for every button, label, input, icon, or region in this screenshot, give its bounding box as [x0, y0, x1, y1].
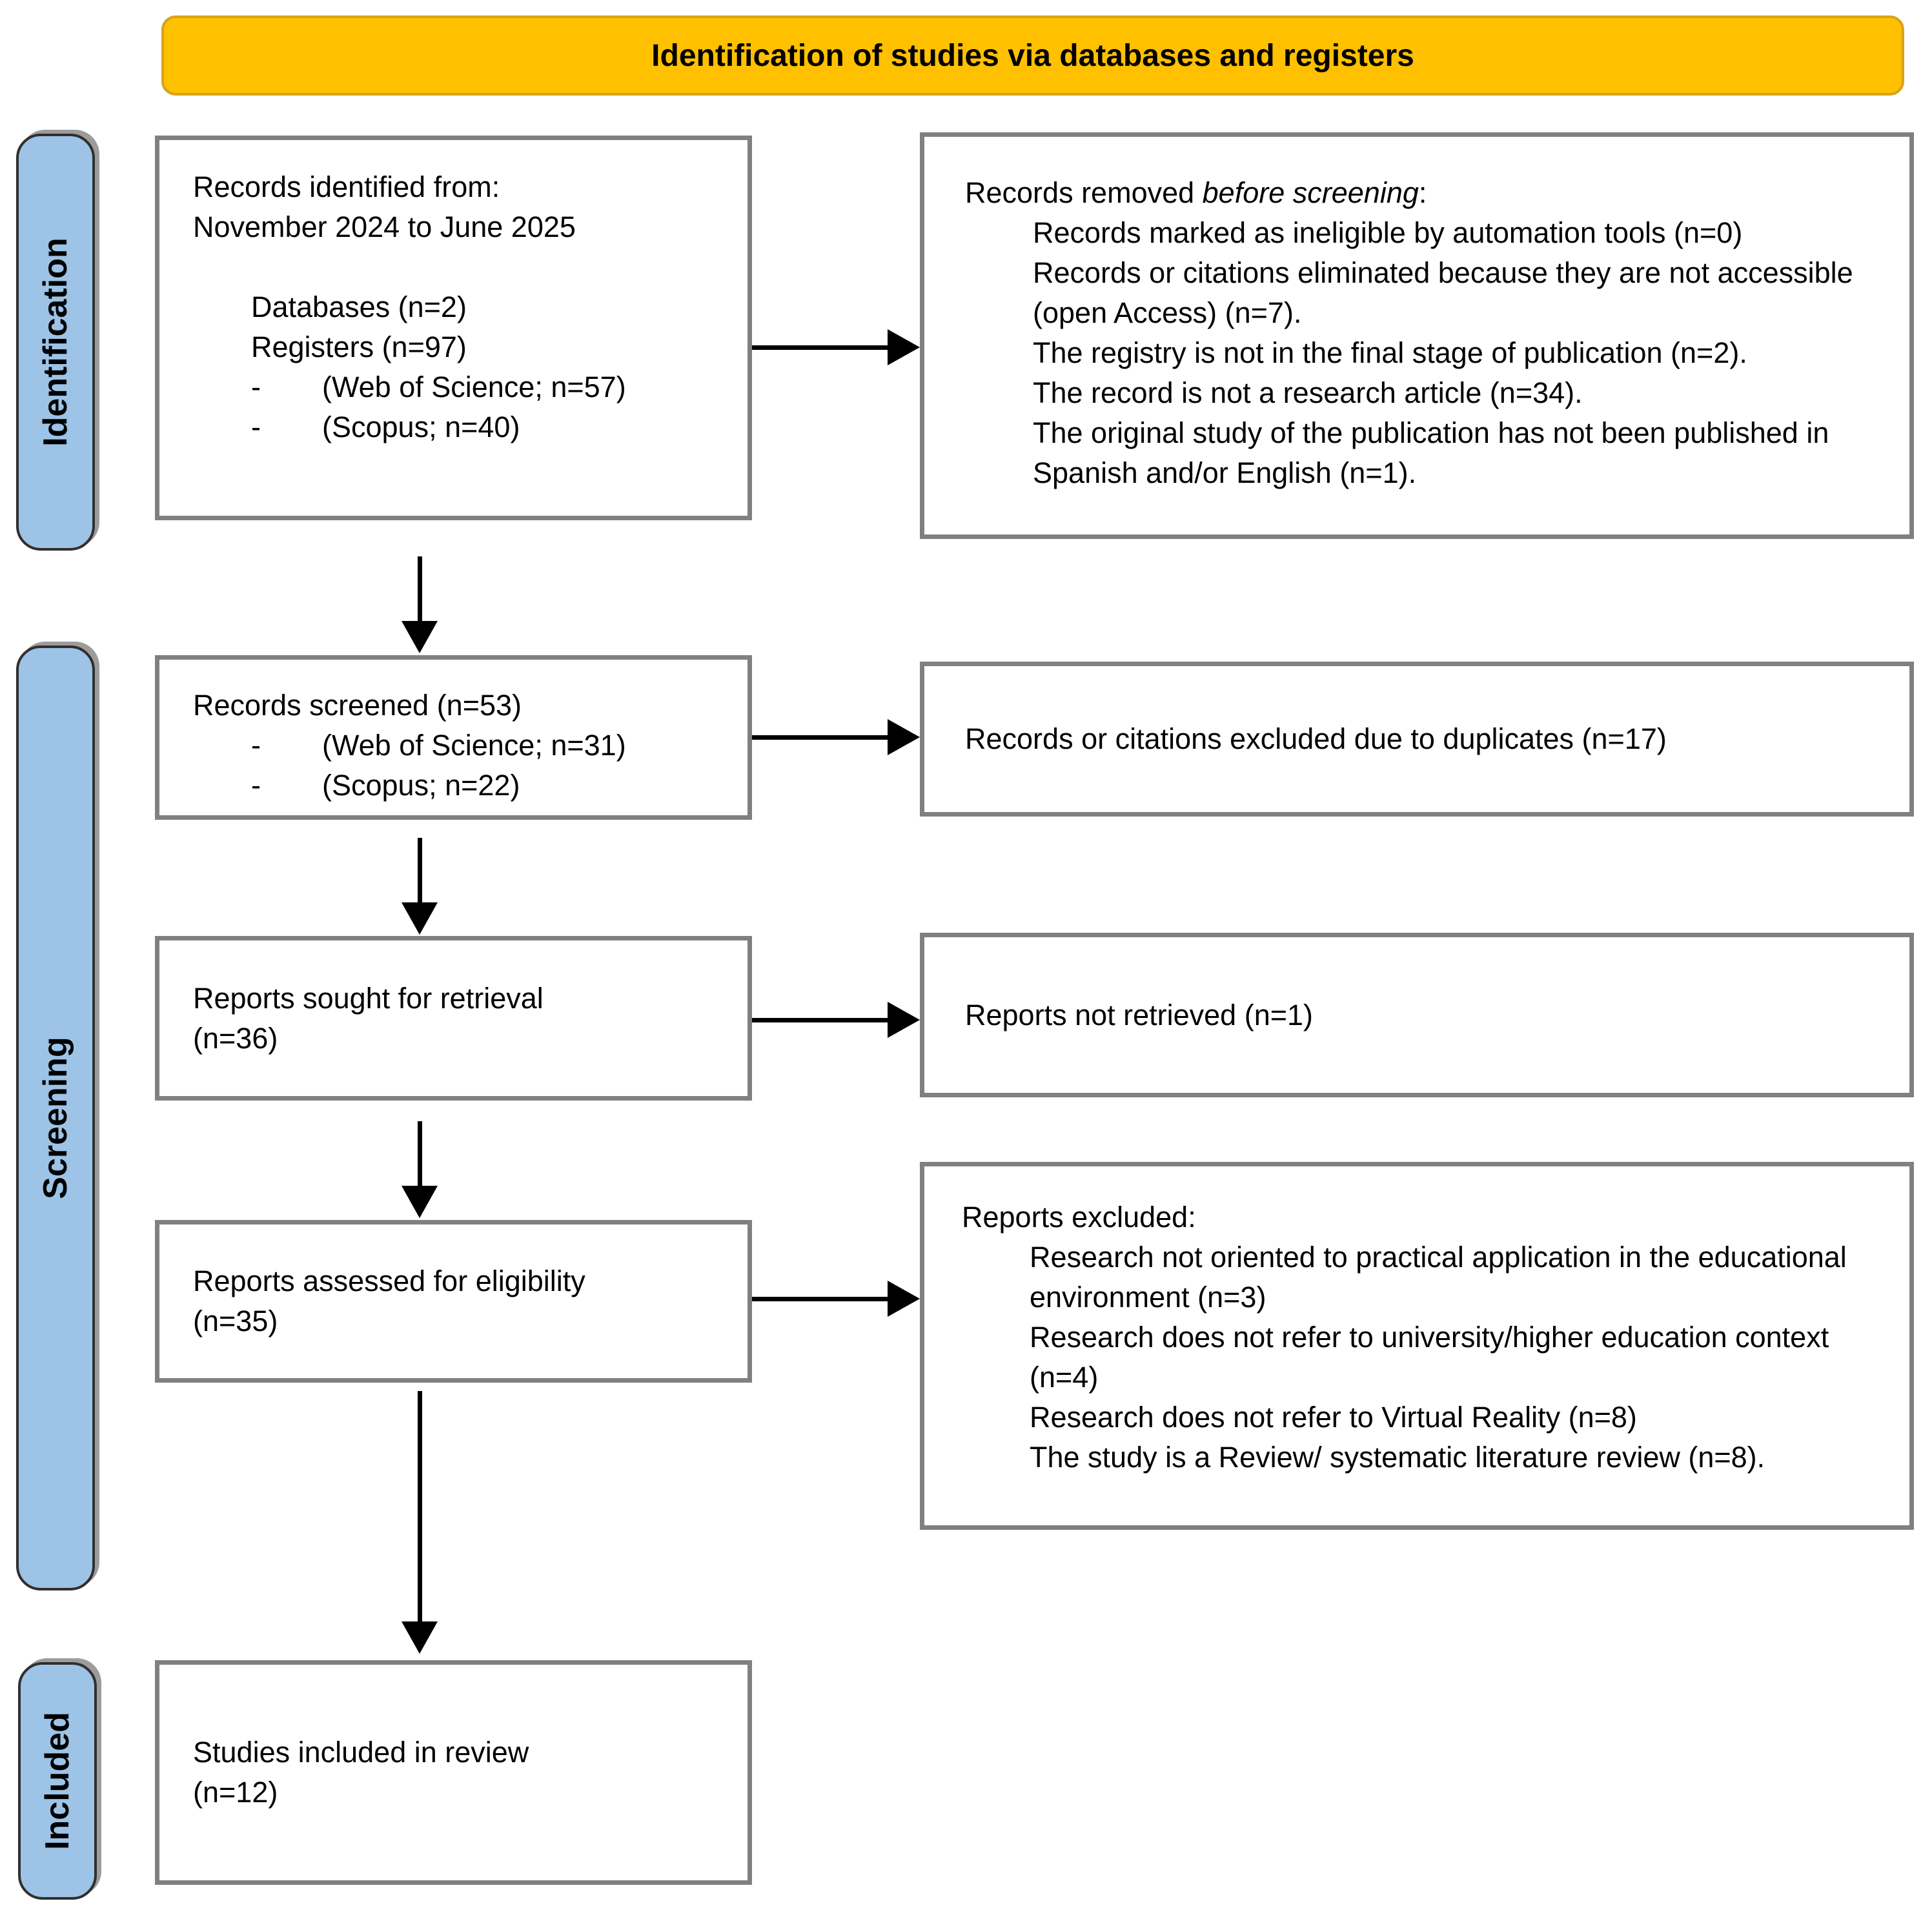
dash-glyph: -	[251, 371, 261, 403]
reports-assessed-line2: (n=35)	[193, 1305, 278, 1337]
arrowhead-down-icon	[402, 1621, 438, 1654]
records-removed-item: Records marked as ineligible by automati…	[1033, 216, 1743, 249]
box-records-identified: Records identified from: November 2024 t…	[155, 136, 752, 520]
box-reports-sought: Reports sought for retrieval (n=36)	[155, 936, 752, 1101]
arrow-sought-to-notretrieved	[752, 1018, 890, 1022]
records-removed-heading-suffix: :	[1418, 176, 1427, 209]
records-removed-item: Records or citations eliminated because …	[1033, 256, 1853, 329]
arrowhead-down-icon	[402, 902, 438, 935]
reports-excluded-item: The study is a Review/ systematic litera…	[1030, 1441, 1765, 1474]
stage-identification: Identification	[16, 134, 95, 551]
box-records-removed: Records removed before screening: Record…	[920, 132, 1914, 539]
records-screened-scopus: (Scopus; n=22)	[322, 769, 520, 802]
stage-screening-label: Screening	[37, 1037, 74, 1199]
arrowhead-right-icon	[888, 329, 920, 365]
arrow-screened-to-duplicates	[752, 735, 890, 740]
reports-excluded-item: Research not oriented to practical appli…	[1030, 1241, 1847, 1314]
duplicates-excluded-text: Records or citations excluded due to dup…	[965, 722, 1667, 755]
studies-included-line1: Studies included in review	[193, 1736, 529, 1769]
records-screened-bullet-scopus: - (Scopus; n=22)	[193, 766, 735, 806]
records-removed-heading: Records removed before screening:	[965, 173, 1884, 213]
records-identified-line2: November 2024 to June 2025	[193, 210, 576, 243]
reports-assessed-line1: Reports assessed for eligibility	[193, 1265, 585, 1297]
records-screened-line1: Records screened (n=53)	[193, 689, 522, 722]
dash-glyph: -	[251, 769, 261, 802]
reports-excluded-item: Research does not refer to university/hi…	[1030, 1321, 1829, 1394]
box-duplicates-excluded: Records or citations excluded due to dup…	[920, 662, 1914, 817]
records-removed-item: The registry is not in the final stage o…	[1033, 336, 1747, 369]
box-studies-included: Studies included in review (n=12)	[155, 1660, 752, 1885]
studies-included-line2: (n=12)	[193, 1776, 278, 1809]
arrow-sought-to-assessed	[418, 1121, 422, 1187]
arrowhead-down-icon	[402, 621, 438, 653]
stage-included-label: Included	[39, 1712, 76, 1850]
box-reports-assessed: Reports assessed for eligibility (n=35)	[155, 1220, 752, 1383]
reports-sought-line1: Reports sought for retrieval	[193, 981, 544, 1015]
header-title: Identification of studies via databases …	[651, 38, 1414, 73]
records-identified-bullet-wos: - (Web of Science; n=57)	[193, 367, 731, 407]
records-removed-item: The record is not a research article (n=…	[1033, 376, 1583, 409]
arrow-assessed-to-excluded	[752, 1297, 890, 1301]
box-reports-excluded: Reports excluded: Research not oriented …	[920, 1162, 1914, 1530]
stage-identification-label: Identification	[37, 238, 74, 447]
records-identified-databases: Databases (n=2)	[251, 290, 467, 323]
reports-sought-line2: (n=36)	[193, 1021, 278, 1055]
records-identified-registers: Registers (n=97)	[251, 330, 467, 363]
arrow-identified-to-screened	[418, 556, 422, 622]
header-banner: Identification of studies via databases …	[161, 15, 1904, 96]
box-records-screened: Records screened (n=53) - (Web of Scienc…	[155, 655, 752, 820]
records-removed-item: The original study of the publication ha…	[1033, 416, 1829, 489]
records-screened-wos: (Web of Science; n=31)	[322, 729, 626, 762]
arrowhead-right-icon	[888, 1281, 920, 1317]
reports-not-retrieved-text: Reports not retrieved (n=1)	[965, 998, 1314, 1031]
records-identified-bullet-scopus: - (Scopus; n=40)	[193, 407, 731, 447]
dash-glyph: -	[251, 411, 261, 443]
reports-excluded-item: Research does not refer to Virtual Reali…	[1030, 1401, 1637, 1434]
arrowhead-down-icon	[402, 1186, 438, 1218]
dash-glyph: -	[251, 729, 261, 762]
box-reports-not-retrieved: Reports not retrieved (n=1)	[920, 933, 1914, 1097]
stage-screening: Screening	[16, 645, 95, 1590]
records-identified-wos: (Web of Science; n=57)	[322, 371, 626, 403]
arrowhead-right-icon	[888, 1002, 920, 1038]
records-removed-heading-italic: before screening	[1202, 176, 1419, 209]
records-removed-heading-prefix: Records removed	[965, 176, 1203, 209]
records-screened-bullet-wos: - (Web of Science; n=31)	[193, 726, 735, 766]
arrowhead-right-icon	[888, 719, 920, 755]
arrow-screened-to-sought	[418, 838, 422, 904]
records-identified-line1: Records identified from:	[193, 170, 500, 203]
stage-included: Included	[18, 1662, 97, 1900]
arrow-identified-to-removed	[752, 345, 890, 350]
reports-excluded-heading: Reports excluded:	[962, 1201, 1196, 1234]
records-identified-scopus: (Scopus; n=40)	[322, 411, 520, 443]
arrow-assessed-to-included	[418, 1391, 422, 1623]
